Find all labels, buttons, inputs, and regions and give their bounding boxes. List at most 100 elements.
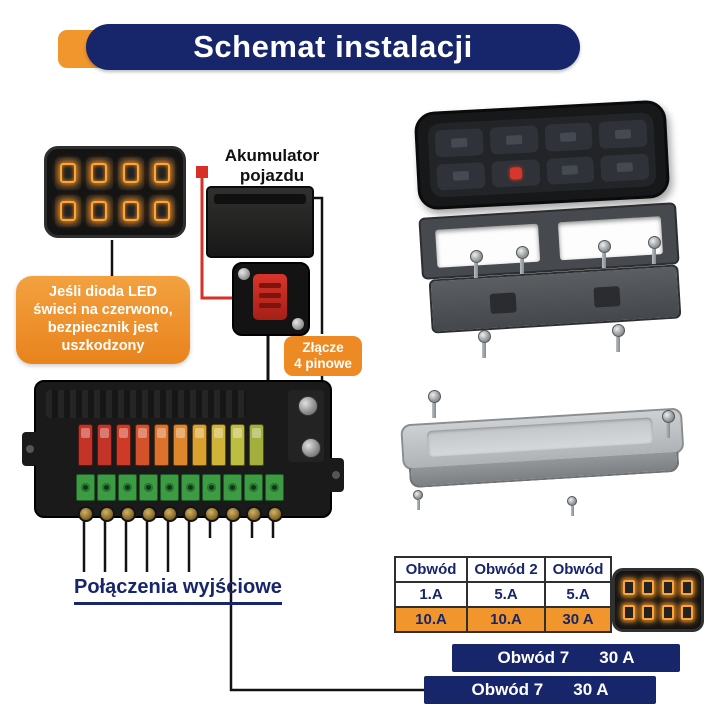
red-wire-marker xyxy=(196,166,208,178)
switch-panel-small-left xyxy=(44,146,186,238)
panel-button xyxy=(679,577,695,598)
circuit-bar-label: Obwód 7 xyxy=(497,648,570,667)
table-cell: 5.A xyxy=(466,581,546,608)
ring-terminal xyxy=(99,506,115,522)
table-cell: 10.A xyxy=(394,606,468,633)
table-header-cell: Obwód xyxy=(394,556,468,583)
plate-hole xyxy=(593,286,621,308)
panel-button xyxy=(640,577,656,598)
fuse-row xyxy=(78,424,264,466)
led-glow-icon xyxy=(91,163,108,184)
circuit-bar: Obwód 7 30 A xyxy=(424,676,656,704)
panel-button xyxy=(598,119,648,149)
circuit-bar-value: 30 A xyxy=(599,648,635,667)
panel-button xyxy=(148,157,175,190)
standoff-post-icon xyxy=(301,438,321,458)
ring-terminal xyxy=(225,506,241,522)
fuse xyxy=(97,424,112,466)
terminal-cell xyxy=(118,474,137,501)
led-glow-icon xyxy=(681,580,694,595)
led-glow-icon xyxy=(622,580,635,595)
screw-icon xyxy=(598,240,611,268)
table-cell: 10.A xyxy=(466,606,546,633)
battery-red-wire xyxy=(200,178,234,300)
led-glow-icon xyxy=(91,200,108,221)
button-glyph-icon xyxy=(616,162,634,173)
screw-icon xyxy=(516,246,529,274)
panel-button xyxy=(55,194,82,227)
terminal-cell xyxy=(244,474,263,501)
table-cell: 1.A xyxy=(394,581,468,608)
switch-panel-small-right xyxy=(612,568,704,632)
panel-button xyxy=(621,602,637,623)
ring-terminal xyxy=(183,506,199,522)
screw-icon xyxy=(428,390,441,418)
fuse xyxy=(230,424,245,466)
fuse xyxy=(211,424,226,466)
ring-terminal xyxy=(78,506,94,522)
fuse xyxy=(116,424,131,466)
terminal-cell xyxy=(181,474,200,501)
battery-label: Akumulator pojazdu xyxy=(224,146,320,186)
panel-button xyxy=(148,194,175,227)
fuse xyxy=(135,424,150,466)
led-glow-icon xyxy=(153,200,170,221)
circuit-breaker-image xyxy=(232,262,310,336)
output-stub-wires xyxy=(82,520,275,538)
ring-terminal xyxy=(267,506,283,522)
button-glyph-icon xyxy=(560,131,577,142)
standoff-post-icon xyxy=(298,396,318,416)
panel-button xyxy=(660,577,676,598)
battery-image xyxy=(206,186,314,258)
panel-button xyxy=(55,157,82,190)
panel-button xyxy=(436,161,486,191)
fuse xyxy=(249,424,264,466)
panel-button xyxy=(86,157,113,190)
fusebox-texture xyxy=(46,390,246,418)
panel-button xyxy=(660,602,676,623)
led-glow-icon xyxy=(642,580,655,595)
terminal-cell xyxy=(97,474,116,501)
ring-terminal-row xyxy=(78,506,283,522)
panel-button xyxy=(117,194,144,227)
ring-terminal xyxy=(204,506,220,522)
switch-panel-3d xyxy=(413,99,671,211)
terminal-block xyxy=(76,474,284,501)
screw-icon xyxy=(470,250,483,278)
table-cell: 30 A xyxy=(544,606,612,633)
plate-hole xyxy=(489,292,517,314)
panel-button xyxy=(621,577,637,598)
led-glow-icon xyxy=(661,605,674,620)
led-glow-icon xyxy=(661,580,674,595)
mounting-ear xyxy=(328,458,344,492)
circuit7-wire xyxy=(229,538,424,692)
panel-button xyxy=(679,602,695,623)
screw-icon xyxy=(412,490,424,510)
panel-button xyxy=(640,602,656,623)
screw-icon xyxy=(292,318,304,330)
ring-terminal xyxy=(120,506,136,522)
panel-button xyxy=(600,152,650,182)
table-header-row: Obwód Obwód 2 Obwód xyxy=(394,556,612,583)
panel-button xyxy=(489,125,539,155)
outputs-label: Połączenia wyjściowe xyxy=(74,576,282,605)
led-warning-callout: Jeśli dioda LED świeci na czerwono, bezp… xyxy=(16,276,190,364)
led-glow-icon xyxy=(642,605,655,620)
screw-icon xyxy=(612,324,625,352)
led-glow-icon xyxy=(153,163,170,184)
screw-icon xyxy=(662,410,675,438)
circuit-bar-value: 30 A xyxy=(573,680,609,699)
fuse xyxy=(192,424,207,466)
panel-button xyxy=(543,122,593,152)
led-glow-icon xyxy=(681,605,694,620)
fuse-table: Obwód Obwód 2 Obwód 1.A 5.A 5.A 10.A 10.… xyxy=(394,556,612,633)
panel-button xyxy=(117,157,144,190)
connector-callout: Złącze 4 pinowe xyxy=(284,336,362,376)
breaker-body xyxy=(253,274,287,320)
panel-button xyxy=(545,155,595,185)
button-glyph-icon xyxy=(452,171,470,181)
fuse xyxy=(154,424,169,466)
ring-terminal xyxy=(141,506,157,522)
led-glow-icon xyxy=(122,163,139,184)
led-glow-icon xyxy=(60,200,77,221)
